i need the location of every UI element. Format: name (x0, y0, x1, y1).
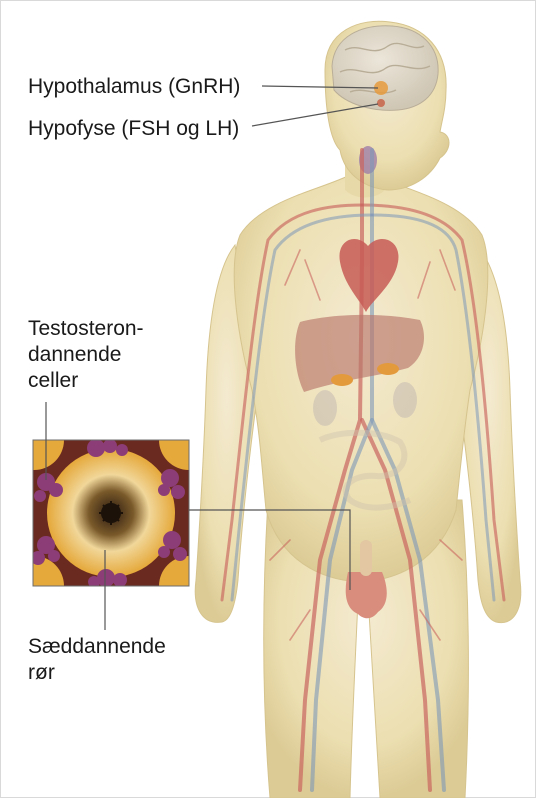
label-line: celler (28, 368, 144, 394)
label-seminiferous-tubules: Sæddannende rør (28, 634, 166, 686)
label-hypothalamus: Hypothalamus (GnRH) (28, 74, 240, 100)
penis (360, 540, 372, 576)
kidney-right (393, 382, 417, 418)
label-line: Sæddannende (28, 634, 166, 660)
kidney-left (313, 390, 337, 426)
brain (332, 26, 438, 111)
tubule-inset (4, 410, 219, 616)
label-line: Testosteron- (28, 316, 144, 342)
label-line: dannende (28, 342, 144, 368)
pituitary-marker (377, 99, 385, 107)
adrenal-left (331, 374, 353, 386)
label-pituitary: Hypofyse (FSH og LH) (28, 116, 239, 142)
label-testosterone-cells: Testosteron- dannende celler (28, 316, 144, 394)
adrenal-right (377, 363, 399, 375)
label-line: rør (28, 660, 166, 686)
